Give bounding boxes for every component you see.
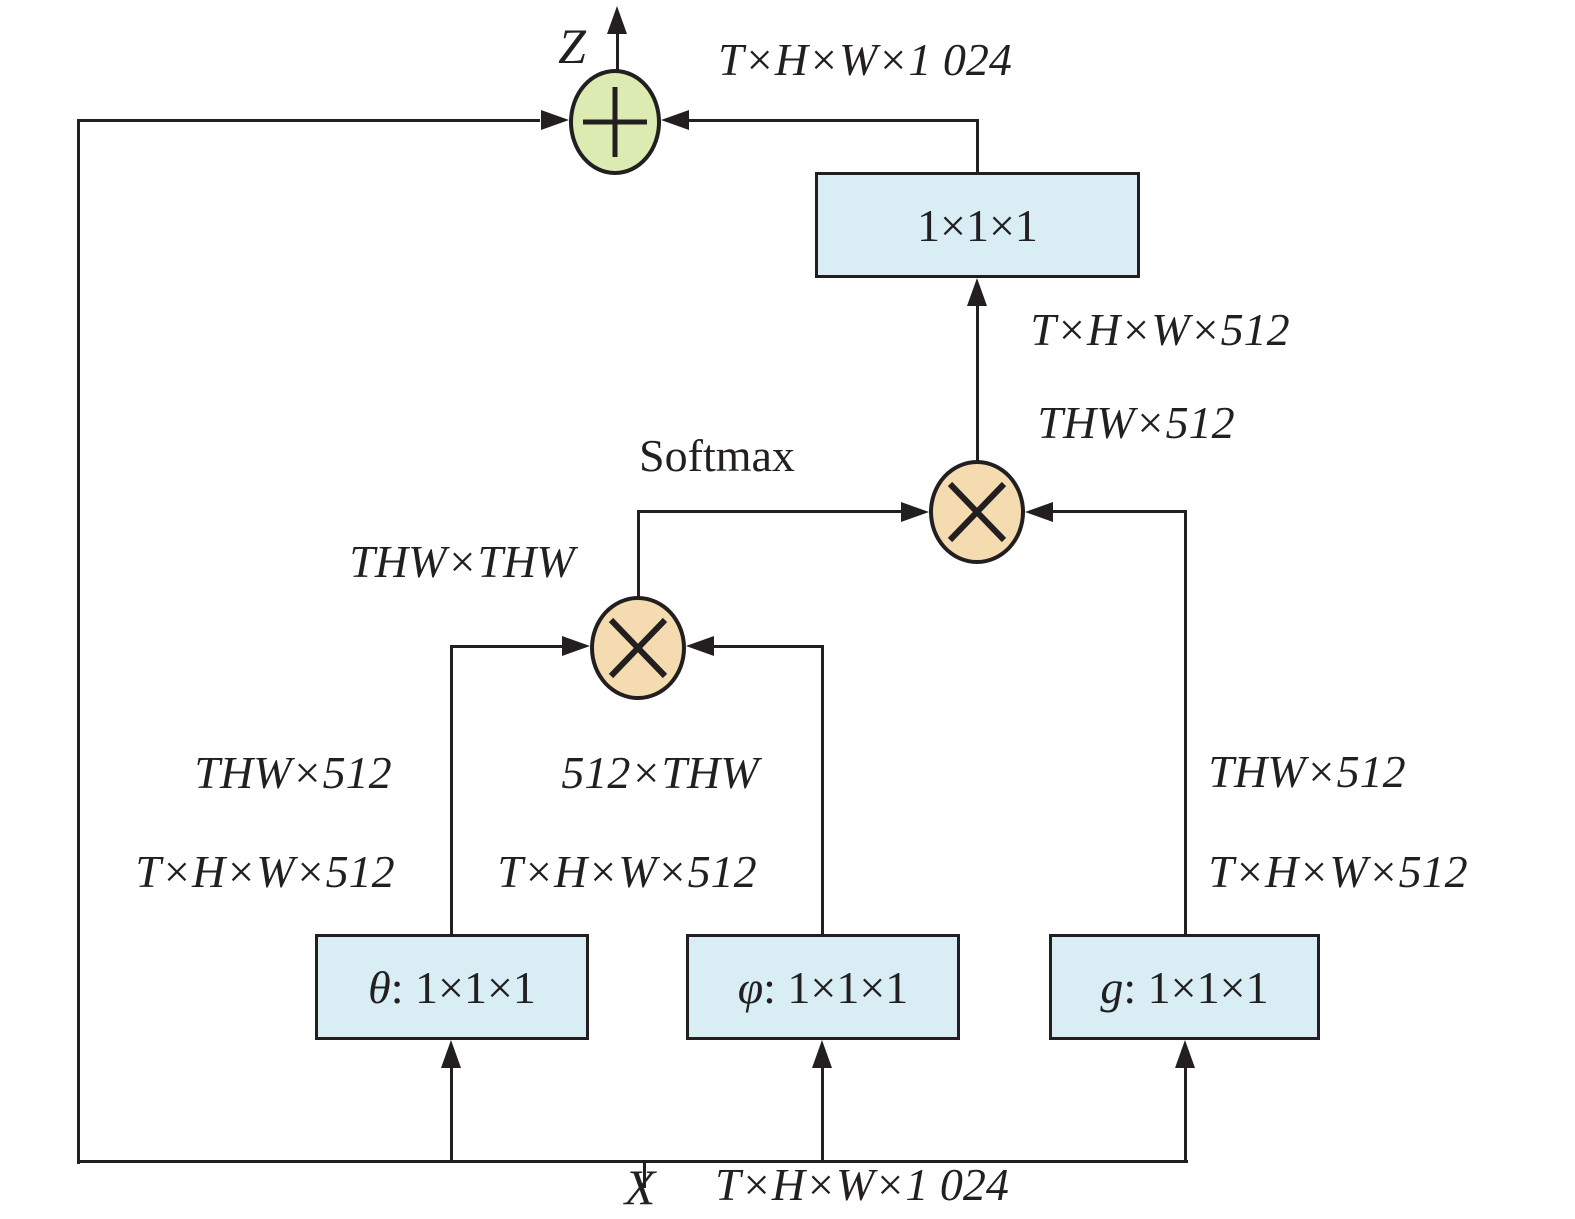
softmax-edge-h [637, 510, 901, 513]
softmax-arrowhead-icon [901, 502, 929, 522]
matmul2-to-conv-edge [976, 304, 979, 462]
x-symbol-label: X [624, 1159, 656, 1215]
output-arrowhead-icon [607, 6, 627, 34]
dim-label-attention-matrix: THW×THW [349, 536, 575, 587]
theta-to-matmul1-arrowhead-icon [562, 636, 590, 656]
theta-symbol: θ [368, 961, 391, 1013]
dim-label-phi-flat: 512×THW [561, 747, 759, 798]
conv-to-sum-edge-h [689, 119, 979, 122]
dim-label-g-flat: THW×512 [1208, 746, 1406, 797]
elementwise-sum-node [569, 69, 661, 175]
dim-label-g-4d: T×H×W×512 [1208, 846, 1468, 897]
multiply-icon [947, 481, 1007, 543]
theta-conv-label: : 1×1×1 [390, 961, 536, 1013]
softmax-label: Softmax [639, 430, 795, 481]
phi-symbol: φ [737, 961, 764, 1013]
matmul-theta-phi-node [590, 596, 686, 700]
g-to-matmul2-arrowhead-icon [1025, 502, 1053, 522]
theta-conv-box: θ: 1×1×1 [315, 934, 589, 1040]
dim-label-conv-flat: THW×512 [1037, 397, 1235, 448]
phi-conv-box: φ: 1×1×1 [686, 934, 960, 1040]
conv-to-sum-edge-v [976, 121, 979, 174]
phi-to-matmul1-arrowhead-icon [686, 636, 714, 656]
bus-to-theta-edge [450, 1060, 453, 1162]
g-to-matmul2-edge-h [1053, 510, 1186, 513]
residual-edge-left [77, 119, 80, 1164]
bus-to-theta-arrowhead-icon [441, 1040, 461, 1068]
bus-to-phi-arrowhead-icon [812, 1040, 832, 1068]
residual-arrowhead-icon [541, 110, 569, 130]
dim-label-theta-4d: T×H×W×512 [135, 846, 395, 897]
conv-output-label: 1×1×1 [917, 199, 1038, 251]
x-dim-label: T×H×W×1 024 [715, 1159, 1009, 1210]
dim-label-conv-4d: T×H×W×512 [1030, 304, 1290, 355]
dim-label-phi-4d: T×H×W×512 [497, 846, 757, 897]
input-bus-line [77, 1160, 1188, 1163]
multiply-icon [608, 617, 668, 679]
g-symbol: g [1100, 961, 1124, 1013]
theta-to-matmul1-edge-h [450, 645, 562, 648]
g-conv-label: : 1×1×1 [1123, 961, 1269, 1013]
g-conv-box: g: 1×1×1 [1049, 934, 1320, 1040]
residual-edge-top [78, 119, 540, 122]
plus-icon [583, 87, 647, 157]
conv-output-box: 1×1×1 [815, 172, 1140, 278]
input-stub [643, 1160, 646, 1188]
z-symbol-label: Z [558, 18, 586, 74]
bus-to-phi-edge [821, 1060, 824, 1162]
g-riser-edge [1184, 510, 1187, 936]
phi-to-matmul1-edge-h [712, 645, 823, 648]
phi-conv-label: : 1×1×1 [763, 961, 909, 1013]
output-edge [616, 34, 619, 71]
conv-to-sum-arrowhead-icon [661, 110, 689, 130]
z-dim-label: T×H×W×1 024 [718, 34, 1012, 85]
matmul1-top-edge [637, 510, 640, 598]
bus-to-g-arrowhead-icon [1175, 1040, 1195, 1068]
matmul2-to-conv-arrowhead-icon [967, 278, 987, 306]
dim-label-theta-flat: THW×512 [194, 747, 392, 798]
phi-riser-edge [821, 645, 824, 936]
bus-to-g-edge [1184, 1060, 1187, 1162]
theta-riser-edge [450, 645, 453, 936]
matmul-attention-node [929, 460, 1025, 564]
